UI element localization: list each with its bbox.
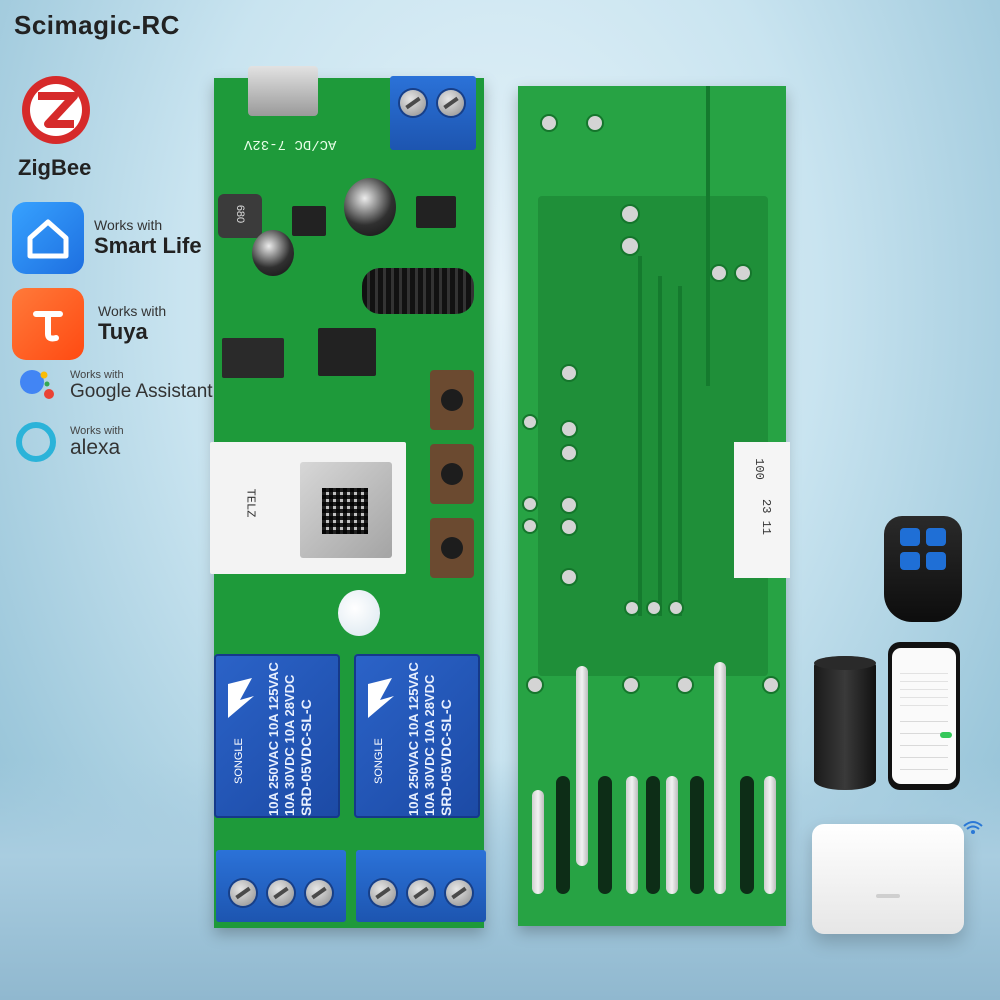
tuya-name: Tuya bbox=[98, 319, 148, 344]
smartphone bbox=[888, 642, 960, 790]
zigbee-logo-icon bbox=[22, 76, 90, 144]
wifi-signal-icon bbox=[963, 821, 983, 834]
alexa-name: alexa bbox=[70, 436, 121, 459]
alexa-works-with: Works with bbox=[70, 425, 124, 437]
relay-1: SONGLE 10A 250VAC 10A 125VAC 10A 30VDC 1… bbox=[214, 654, 340, 818]
alexa-badge: Works with alexa bbox=[14, 420, 124, 464]
output-terminal-2 bbox=[356, 850, 486, 922]
zigbee-module: TELZ bbox=[210, 442, 406, 574]
zigbee-label: ZigBee bbox=[18, 155, 92, 180]
mcu-chip bbox=[318, 328, 376, 376]
qr-code bbox=[322, 488, 368, 534]
back-sticker: 100 23 11 bbox=[734, 442, 790, 578]
power-terminal-block bbox=[390, 76, 476, 150]
smart-life-badge: Works with Smart Life bbox=[12, 202, 202, 274]
remote-button-icon bbox=[926, 528, 946, 546]
smart-life-name: Smart Life bbox=[94, 233, 202, 258]
output-terminal-1 bbox=[216, 850, 346, 922]
svg-text:SONGLE: SONGLE bbox=[233, 738, 245, 784]
power-label: AC/DC 7-32V bbox=[244, 136, 337, 152]
electrolytic-capacitor bbox=[344, 178, 396, 236]
remote-button-icon bbox=[926, 552, 946, 570]
tuya-works-with: Works with bbox=[98, 303, 167, 319]
rf-shield-can bbox=[300, 462, 392, 558]
tuya-badge: Works with Tuya bbox=[12, 288, 166, 360]
rf-remote bbox=[884, 516, 962, 622]
indicator-led bbox=[338, 590, 380, 636]
songle-logo-icon: SONGLE bbox=[228, 678, 254, 784]
smart-life-home-icon bbox=[12, 202, 84, 274]
google-works-with: Works with bbox=[70, 369, 124, 381]
relay-2: SONGLE 10A 250VAC 10A 125VAC 10A 30VDC 1… bbox=[354, 654, 480, 818]
google-assistant-badge: Works with Google Assistant bbox=[14, 366, 213, 406]
pcb-front: AC/DC 7-32V 680 TELZ bbox=[210, 66, 486, 928]
songle-logo-icon: SONGLE bbox=[368, 678, 394, 784]
tact-switch bbox=[430, 370, 474, 430]
micro-usb-port bbox=[248, 66, 318, 116]
rf-antenna-coil bbox=[362, 268, 474, 314]
tuya-t-icon bbox=[12, 288, 84, 360]
relay-2-markings: 10A 250VAC 10A 125VAC 10A 30VDC 10A 28VD… bbox=[406, 662, 454, 816]
pcb-back: 100 23 11 bbox=[518, 86, 790, 926]
tact-switch bbox=[430, 518, 474, 578]
remote-button-icon bbox=[900, 552, 920, 570]
electrolytic-capacitor bbox=[252, 230, 294, 276]
google-assistant-dots-icon bbox=[20, 370, 54, 399]
tact-switch bbox=[430, 444, 474, 504]
toggle-on-icon bbox=[940, 732, 952, 738]
brand-name: Scimagic-RC bbox=[14, 10, 180, 40]
svg-text:SONGLE: SONGLE bbox=[373, 738, 385, 784]
alexa-ring-icon bbox=[16, 422, 56, 462]
inductor: 680 bbox=[218, 194, 262, 238]
phone-screen bbox=[892, 648, 956, 784]
zigbee-badge: ZigBee bbox=[18, 72, 94, 181]
relay-1-markings: 10A 250VAC 10A 125VAC 10A 30VDC 10A 28VD… bbox=[266, 662, 314, 816]
google-name: Google Assistant bbox=[70, 381, 213, 402]
remote-button-icon bbox=[900, 528, 920, 546]
smart-life-works-with: Works with bbox=[94, 217, 163, 233]
smart-speaker bbox=[814, 656, 876, 790]
zigbee-gateway-hub bbox=[812, 824, 964, 934]
